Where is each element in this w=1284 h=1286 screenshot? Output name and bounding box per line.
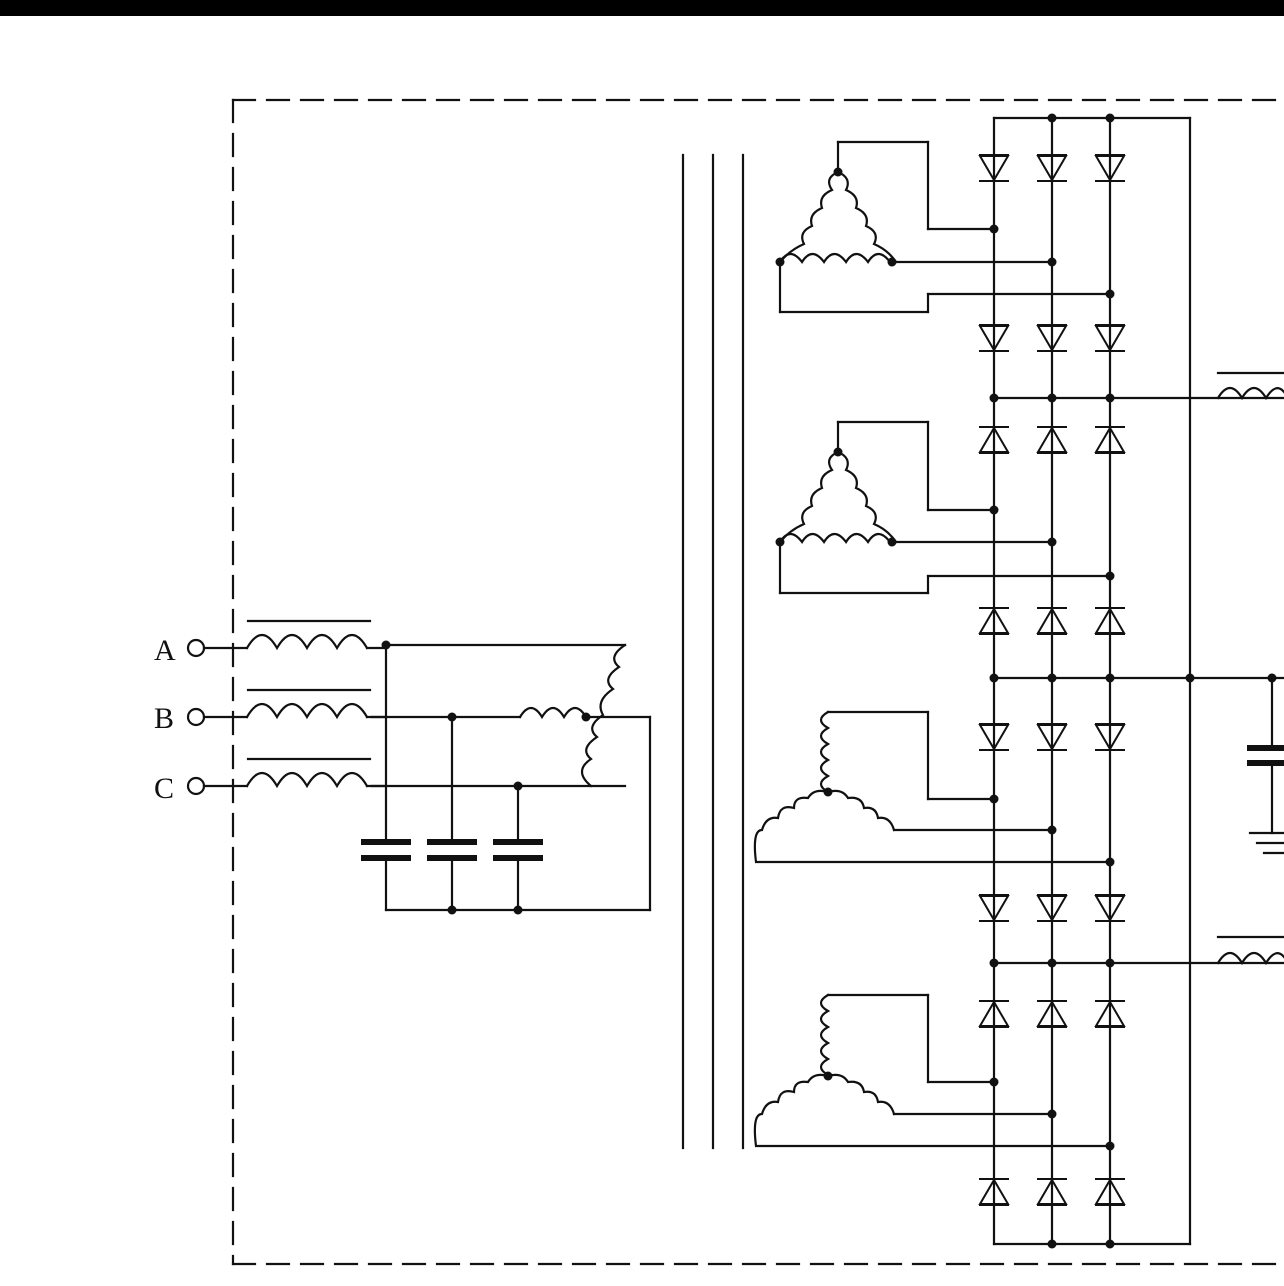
bridge-nodes — [989, 113, 1277, 1249]
winding-nodes — [775, 167, 897, 1081]
terminal-b-label: B — [154, 702, 174, 735]
top-black-bar — [0, 0, 1284, 16]
transformer-core — [681, 153, 745, 1150]
filter-nodes — [381, 640, 591, 915]
terminal-b: B — [154, 702, 249, 735]
secondary-star-1 — [753, 710, 1112, 864]
terminal-c-label: C — [154, 772, 174, 805]
input-filter — [361, 643, 652, 912]
terminal-a: A — [154, 634, 249, 667]
terminal-c: C — [154, 772, 249, 805]
secondary-star-2 — [753, 993, 1112, 1148]
secondary-delta-2 — [778, 420, 1112, 595]
rectifier-columns — [992, 116, 1284, 1246]
output-section — [1216, 371, 1284, 966]
input-reactors — [245, 619, 388, 788]
dashed-enclosure — [231, 98, 1284, 1266]
secondary-delta-1 — [778, 140, 1112, 314]
terminal-a-label: A — [154, 634, 176, 667]
